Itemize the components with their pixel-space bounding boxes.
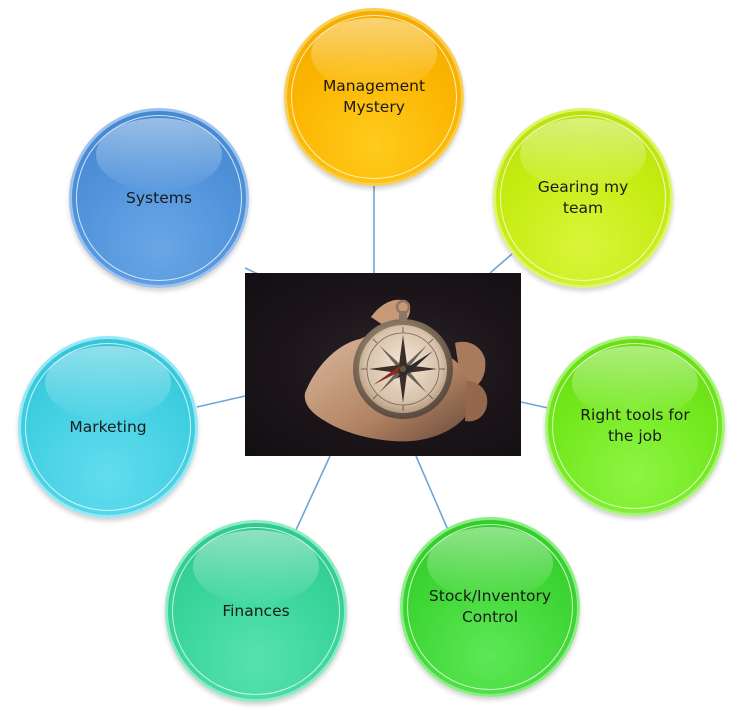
compass-icon <box>304 299 488 442</box>
connector-marketing <box>196 395 246 408</box>
node-label: Stock/Inventory Control <box>428 587 552 626</box>
connector-gearing <box>489 253 513 274</box>
compass-in-hand-photo <box>245 273 521 456</box>
node-finances: Finances <box>165 520 347 702</box>
node-label: Management Mystery <box>322 77 426 116</box>
connector-tools <box>520 401 549 409</box>
node-management-mystery: Management Mystery <box>284 8 464 186</box>
connector-finances <box>295 455 331 531</box>
node-stock-inventory: Stock/Inventory Control <box>400 517 580 697</box>
connector-stock <box>415 455 449 531</box>
node-label: Marketing <box>69 417 147 436</box>
node-label: Systems <box>126 188 192 207</box>
node-gearing-my-team: Gearing my team <box>493 108 673 288</box>
node-systems: Systems <box>69 108 249 288</box>
node-marketing: Marketing <box>18 336 198 518</box>
node-label: Finances <box>222 601 290 620</box>
node-label: Right tools for the job <box>580 406 690 445</box>
node-label: Gearing my team <box>537 178 629 217</box>
node-right-tools: Right tools for the job <box>545 336 725 516</box>
